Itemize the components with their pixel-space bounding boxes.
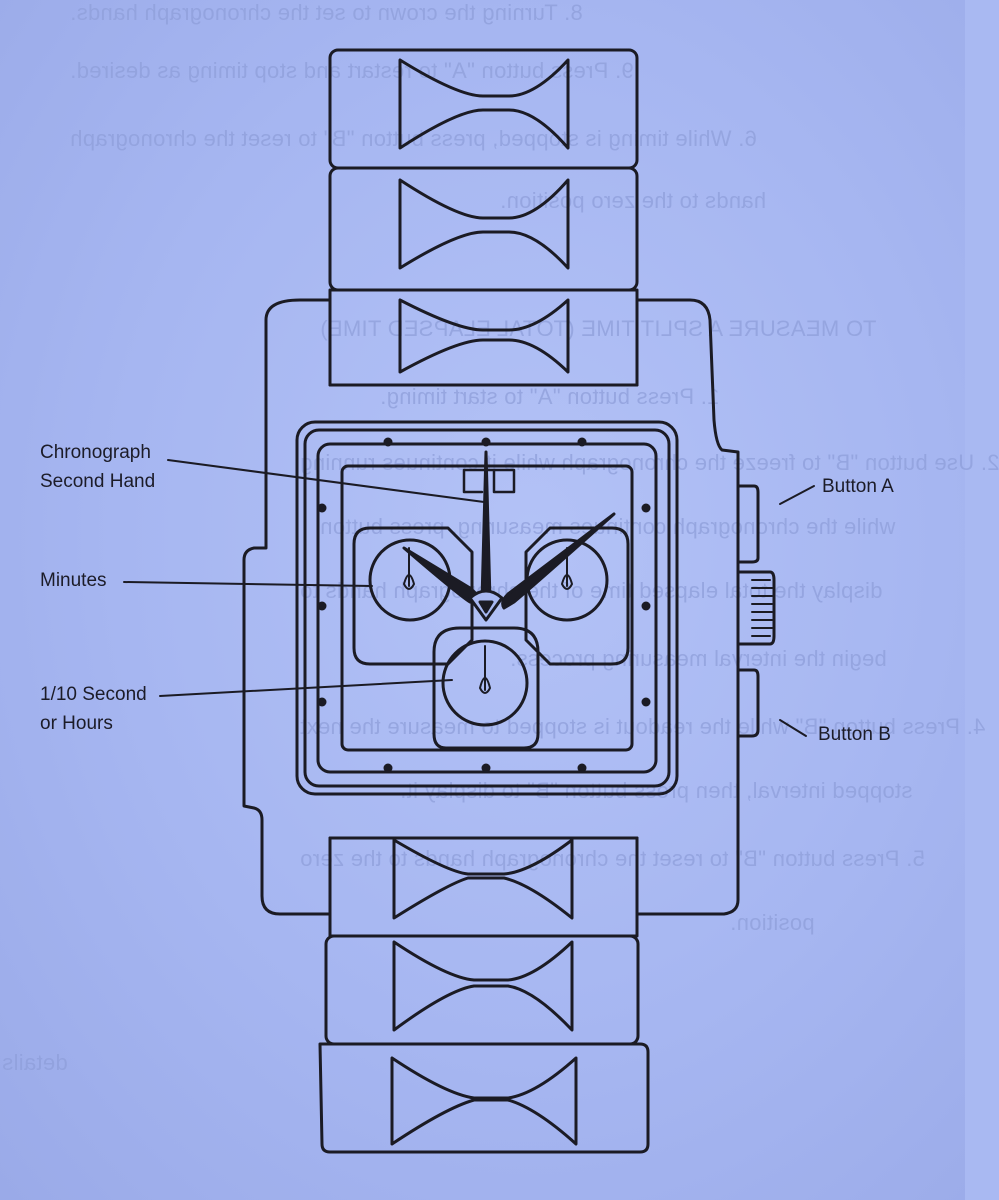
- button-b-pusher: [736, 668, 760, 738]
- crown: [736, 570, 776, 646]
- bowtie-cutout: [398, 58, 570, 150]
- bracelet-link: [328, 288, 639, 387]
- hour-marker: [317, 601, 327, 611]
- bezel-inner: [303, 428, 671, 788]
- bracelet-link: [328, 836, 639, 938]
- bowtie-cutout: [390, 1056, 578, 1146]
- bowtie-cutout: [392, 838, 574, 920]
- bottom-subdial-hand: [479, 645, 491, 694]
- chronograph-second-hand: [480, 450, 492, 602]
- bottom-subdial-frame: [432, 626, 540, 750]
- label-line: Button B: [818, 724, 891, 745]
- minute-hand: [501, 512, 616, 610]
- label-line: 1/10 Second: [40, 684, 147, 705]
- label-line: Chronograph: [40, 442, 151, 463]
- hour-marker: [641, 697, 651, 707]
- hour-marker: [641, 503, 651, 513]
- label-button-b: Button B: [818, 720, 891, 749]
- leader-chronograph-second-hand: [167, 459, 485, 503]
- bracelet-link: [324, 934, 640, 1046]
- bowtie-cutout: [392, 940, 574, 1032]
- pivot-inner: [478, 600, 494, 614]
- right-subdial-frame: [524, 526, 630, 666]
- label-line: Minutes: [40, 570, 107, 591]
- leader-button-a: [779, 485, 815, 505]
- hour-marker: [577, 763, 587, 773]
- label-tenth-second-hours: 1/10 Second or Hours: [40, 680, 147, 738]
- top-bracelet: [328, 48, 639, 387]
- bottom-bracelet: [318, 836, 650, 1154]
- hour-marker: [481, 763, 491, 773]
- left-subdial-hand: [403, 547, 415, 590]
- leader-button-b: [779, 719, 807, 737]
- label-line: Second Hand: [40, 471, 156, 492]
- button-a-pusher: [736, 484, 760, 564]
- bracelet-link: [328, 166, 639, 292]
- label-minutes: Minutes: [40, 566, 107, 595]
- hour-marker: [317, 503, 327, 513]
- hour-marker: [481, 437, 491, 447]
- twelve-index: [462, 468, 516, 494]
- label-chronograph-second-hand: Chronograph Second Hand: [40, 438, 155, 496]
- hour-marker: [577, 437, 587, 447]
- watch-drawing: [123, 48, 815, 1154]
- left-subdial-frame: [352, 526, 474, 666]
- hour-markers: [317, 437, 651, 773]
- leader-lines: [123, 459, 815, 737]
- leader-tenth-second-hours: [159, 679, 453, 697]
- hour-marker: [383, 437, 393, 447]
- hour-marker: [383, 763, 393, 773]
- bottom-subdial: [441, 639, 529, 727]
- crown-grip-lines: [751, 579, 773, 637]
- label-button-a: Button A: [822, 472, 894, 501]
- bowtie-cutout: [398, 298, 570, 374]
- label-line: or Hours: [40, 713, 113, 734]
- leader-minutes: [123, 581, 373, 587]
- hour-marker: [317, 697, 327, 707]
- bracelet-link: [318, 1042, 650, 1154]
- bezel-outer: [295, 420, 679, 796]
- hour-marker: [641, 601, 651, 611]
- watch-case: [242, 298, 740, 916]
- label-line: Button A: [822, 476, 894, 497]
- bowtie-cutout: [398, 178, 570, 270]
